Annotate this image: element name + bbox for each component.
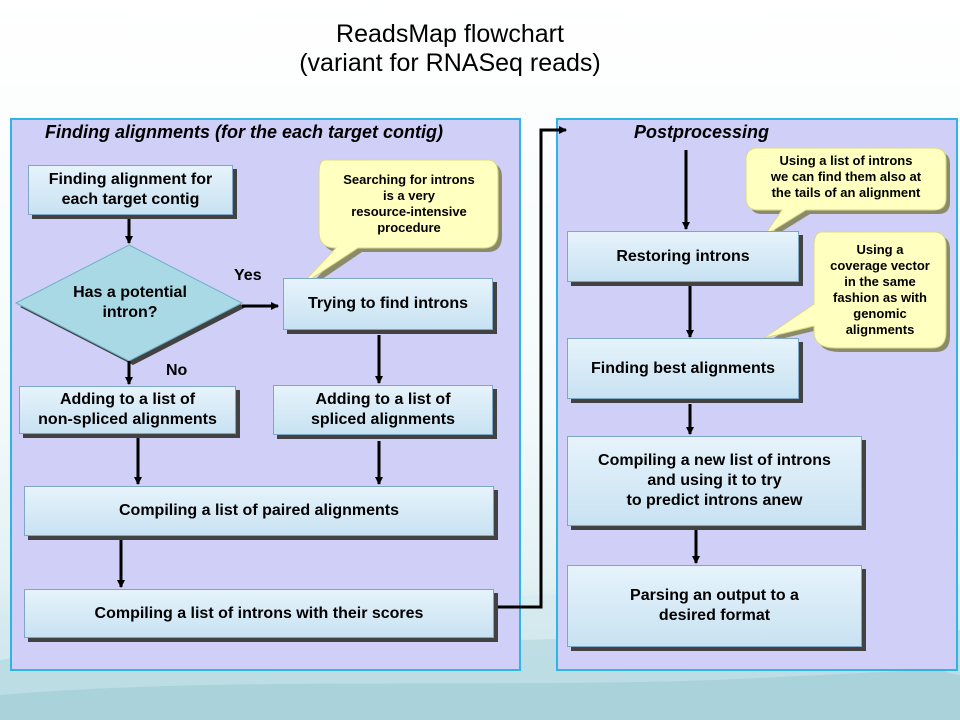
arrow-scores-to-postprocessing — [494, 126, 567, 609]
no-label: No — [166, 362, 188, 379]
right-panel-title: Postprocessing — [634, 122, 770, 142]
find-introns-box: Trying to find introns — [283, 278, 493, 330]
title-line-1: ReadsMap flowchart — [336, 20, 564, 48]
new-list-box: Compiling a new list of introns and usin… — [567, 436, 862, 526]
callout-restoring-text: Using a list of introns we can find them… — [770, 153, 922, 200]
best-alignments-box: Finding best alignments — [567, 338, 799, 399]
restoring-box: Restoring introns — [567, 231, 799, 282]
title-line-2: (variant for RNASeq reads) — [299, 49, 601, 77]
non-spliced-box: Adding to a list of non-spliced alignmen… — [19, 386, 236, 434]
paired-box: Compiling a list of paired alignments — [24, 486, 494, 536]
callout-left-bubble — [299, 159, 499, 287]
decision-label: Has a potential intron? — [73, 284, 187, 321]
start-box: Finding alignment for each target contig — [28, 165, 233, 215]
callout-restoring-bubble — [745, 147, 947, 237]
callout-best-text: Using a coverage vector in the same fash… — [830, 242, 930, 337]
callout-left-text: Searching for introns is a very resource… — [343, 172, 475, 235]
output-box: Parsing an output to a desired format — [567, 565, 862, 647]
yes-label: Yes — [234, 267, 262, 284]
page-title: ReadsMap flowchart (variant for RNASeq r… — [0, 20, 900, 78]
callout-best-bubble — [763, 231, 947, 349]
spliced-box: Adding to a list of spliced alignments — [273, 385, 493, 435]
left-panel-title: Finding alignments (for the each target … — [45, 122, 444, 142]
introns-scores-box: Compiling a list of introns with their s… — [24, 589, 494, 638]
